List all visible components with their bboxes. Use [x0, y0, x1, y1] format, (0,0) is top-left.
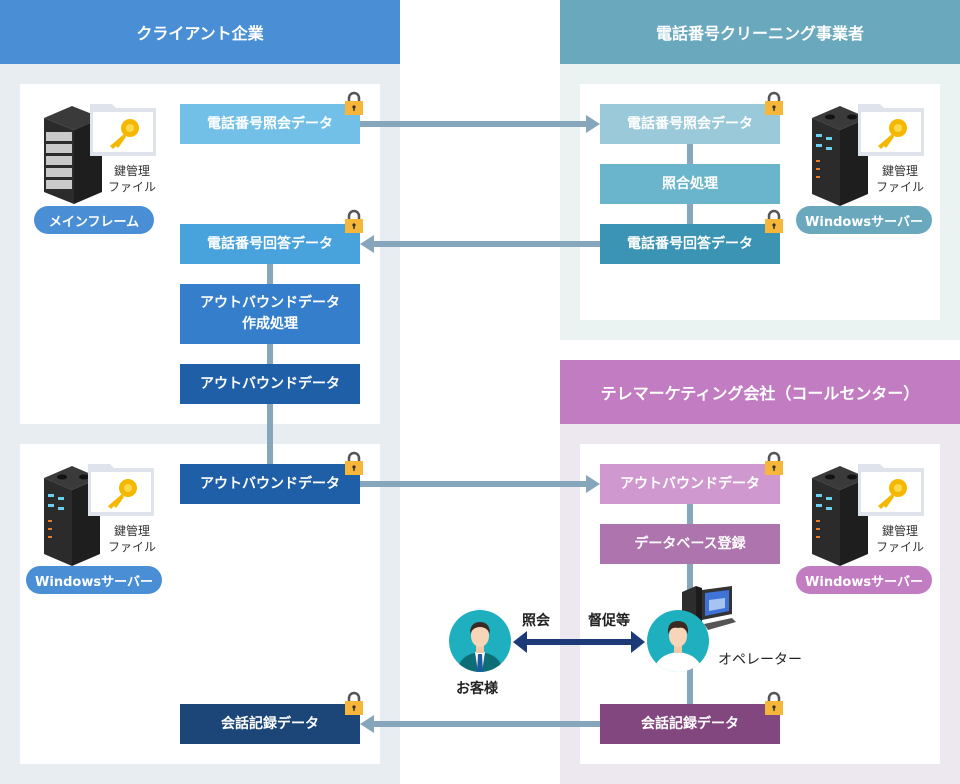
client-title: クライアント企業	[136, 24, 264, 43]
tele-header: テレマーケティング会社（コールセンター）	[560, 360, 960, 424]
windows-server-badge: Windowsサーバー	[796, 206, 932, 234]
tele-flow-line-bottom	[687, 660, 693, 710]
lock-icon	[765, 209, 783, 233]
arrow-record-head	[360, 715, 374, 733]
customer-person-icon	[457, 622, 503, 672]
lock-icon	[345, 209, 363, 233]
client-outbound-data-box: アウトバウンドデータ	[180, 364, 360, 404]
cleaning-matching-box: 照合処理	[600, 164, 780, 204]
operator-label: オペレーター	[718, 652, 802, 668]
key-file-label: 鍵管理ファイル	[107, 524, 156, 555]
client-outbound-send-box: アウトバウンドデータ	[180, 464, 360, 504]
arrow-record-line	[374, 721, 600, 727]
windows-server-badge: Windowsサーバー	[796, 566, 932, 594]
tele-title: テレマーケティング会社（コールセンター）	[600, 384, 920, 403]
arrow-inquiry-head	[586, 115, 600, 133]
arrow-inquiry-line	[360, 121, 586, 127]
windows-server-icon	[812, 106, 868, 206]
operator-avatar	[647, 610, 709, 672]
lock-icon	[345, 691, 363, 715]
interaction-arrow-left-head	[513, 631, 527, 653]
key-folder-icon	[90, 104, 156, 156]
key-folder-icon	[858, 104, 924, 156]
customer-label: お客様	[456, 681, 498, 697]
client-inquiry-data-box: 電話番号照会データ	[180, 104, 360, 144]
key-folder-icon	[88, 464, 154, 516]
windows-server-icon	[812, 466, 868, 566]
tele-outbound-data-box: アウトバウンドデータ	[600, 464, 780, 504]
key-folder-icon	[858, 464, 924, 516]
arrow-outbound-head	[586, 475, 600, 493]
cleaning-header: 電話番号クリーニング事業者	[560, 0, 960, 64]
key-file-label: 鍵管理ファイル	[875, 164, 924, 195]
mainframe-badge: メインフレーム	[34, 206, 154, 234]
arrow-response-head	[360, 235, 374, 253]
cleaning-inquiry-data-box: 電話番号照会データ	[600, 104, 780, 144]
interaction-arrow-right-head	[631, 631, 645, 653]
client-response-data-box: 電話番号回答データ	[180, 224, 360, 264]
arrow-response-line	[374, 241, 600, 247]
reminder-label: 督促等	[588, 613, 630, 629]
windows-server-badge: Windowsサーバー	[26, 566, 162, 594]
lock-icon	[345, 91, 363, 115]
cleaning-title: 電話番号クリーニング事業者	[655, 24, 864, 43]
tele-db-register-box: データベース登録	[600, 524, 780, 564]
customer-avatar	[449, 610, 511, 672]
cleaning-response-data-box: 電話番号回答データ	[600, 224, 780, 264]
operator-person-icon	[653, 621, 703, 672]
inquiry-label: 照会	[522, 613, 550, 629]
lock-icon	[345, 451, 363, 475]
lock-icon	[765, 91, 783, 115]
interaction-arrow-line	[525, 639, 633, 645]
client-conversation-record-box: 会話記録データ	[180, 704, 360, 744]
client-header: クライアント企業	[0, 0, 400, 64]
arrow-outbound-line	[360, 481, 586, 487]
key-file-label: 鍵管理ファイル	[875, 524, 924, 555]
lock-icon	[765, 451, 783, 475]
client-outbound-creation-box: アウトバウンドデータ作成処理	[180, 284, 360, 344]
lock-icon	[765, 691, 783, 715]
key-file-label: 鍵管理ファイル	[107, 164, 156, 195]
tele-conversation-record-box: 会話記録データ	[600, 704, 780, 744]
